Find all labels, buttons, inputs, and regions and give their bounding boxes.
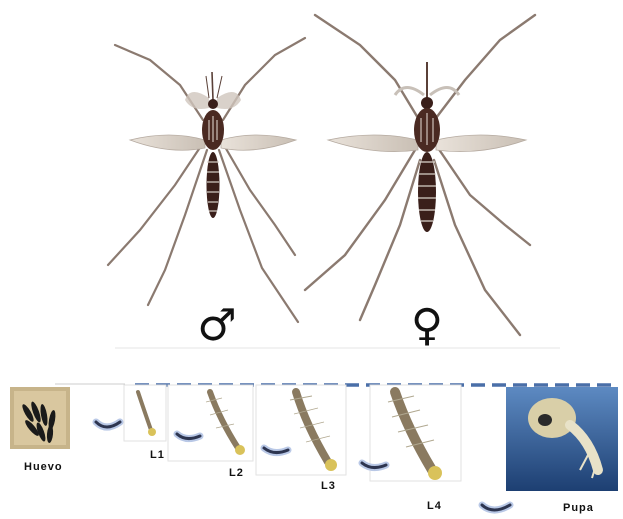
male-symbol: ♂ (197, 300, 236, 351)
female-mosquito (305, 15, 535, 335)
label-l2: L2 (229, 467, 244, 479)
pupa-image (506, 387, 618, 491)
arrow-icon (482, 505, 510, 510)
arrow-icon (96, 422, 120, 427)
egg-image (10, 387, 70, 449)
larva-l2-image (168, 385, 253, 461)
female-symbol: ♀ (411, 300, 443, 351)
label-pupa: Pupa (563, 502, 594, 514)
label-l1: L1 (150, 449, 165, 461)
larva-l3-image (256, 385, 346, 475)
label-egg: Huevo (24, 461, 63, 473)
label-l4: L4 (427, 500, 442, 512)
label-l3: L3 (321, 480, 336, 492)
male-mosquito (108, 38, 305, 322)
larva-l1-image (124, 385, 166, 441)
